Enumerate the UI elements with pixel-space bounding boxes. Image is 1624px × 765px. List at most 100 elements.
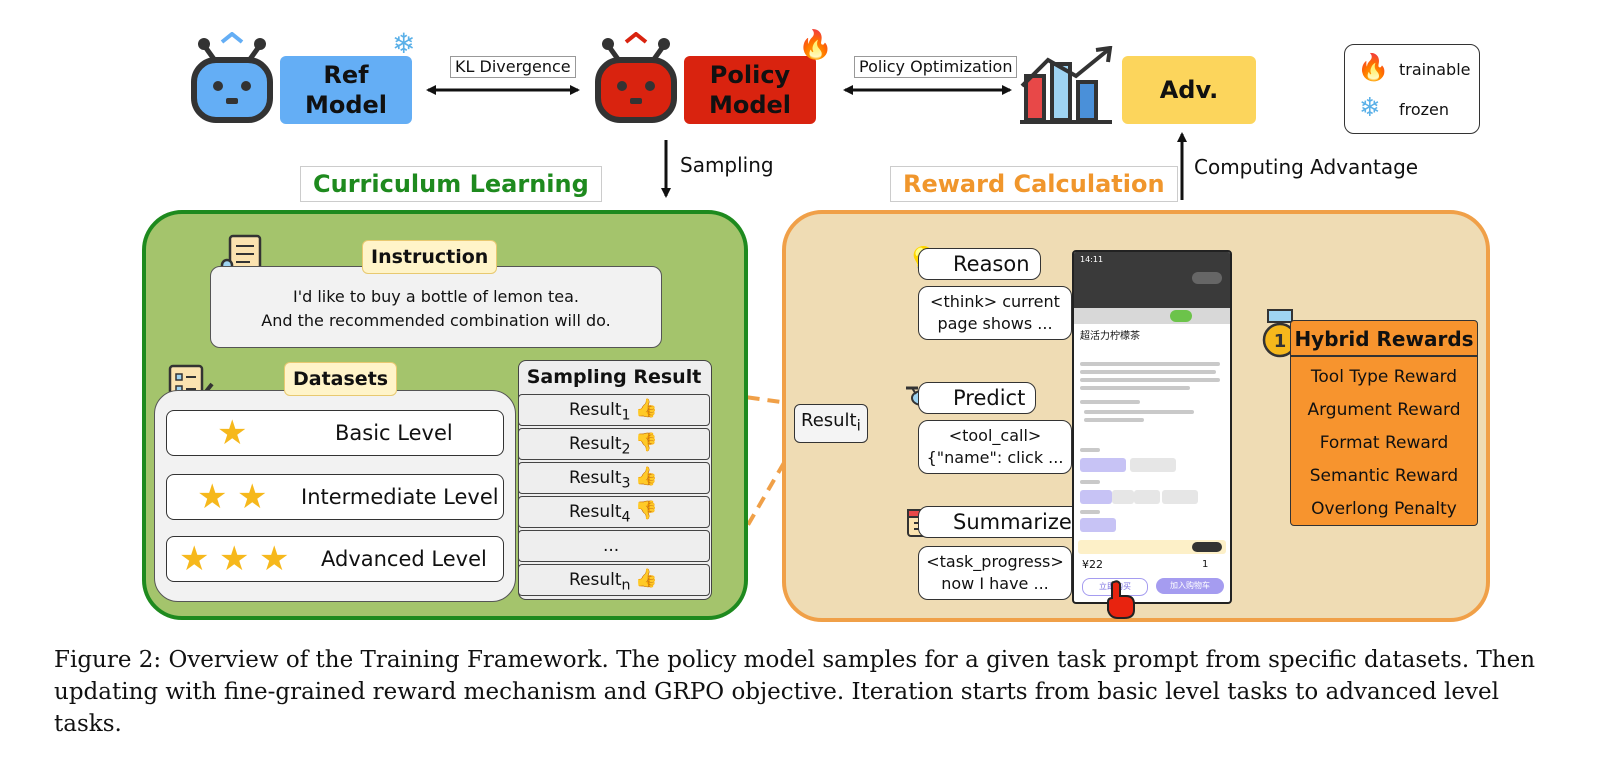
phone-text-line (1080, 480, 1100, 484)
reward-tool-type: Tool Type Reward (1310, 367, 1458, 387)
hybrid-rewards-box: Hybrid Rewards Tool Type Reward Argument… (1290, 320, 1478, 526)
reward-format: Format Reward (1319, 433, 1449, 453)
result-label: Result (569, 502, 622, 522)
datasets-label: Datasets (284, 362, 398, 396)
step-reason-line-1: <think> current (930, 292, 1060, 311)
computing-advantage-label: Computing Advantage (1194, 155, 1419, 179)
result-row-3: Result3 👍 (518, 462, 710, 494)
phone-text-line (1080, 510, 1100, 514)
phone-product-card (1074, 308, 1230, 324)
phone-cart-label: 加入购物车 (1170, 581, 1210, 590)
advantage-label: Adv. (1159, 76, 1219, 104)
result-subscript: n (621, 577, 631, 594)
level-basic-label: Basic Level (335, 421, 453, 445)
advantage-chart-icon (1018, 45, 1114, 126)
phone-text-line (1080, 400, 1140, 404)
legend-fire-icon: 🔥 (1357, 53, 1390, 83)
snowflake-icon: ❄ (392, 27, 416, 60)
result-row-1: Result1 👍 (518, 394, 710, 426)
legend-frozen: frozen (1399, 100, 1450, 119)
step-predict-body: <tool_call> {"name": click ... (918, 420, 1072, 474)
phone-badge (1170, 310, 1192, 322)
ref-model-box: Ref Model (280, 56, 412, 124)
step-reason-line-2: page shows ... (937, 314, 1053, 333)
thumbs-down-icon: 👎 (635, 500, 658, 521)
hybrid-divider (1291, 355, 1477, 357)
phone-price: ¥22 (1082, 558, 1103, 571)
phone-option-selected[interactable] (1080, 518, 1116, 532)
result-subscript: 4 (621, 509, 631, 526)
thumbs-down-icon: 👎 (635, 432, 658, 453)
svg-text:1: 1 (1274, 331, 1287, 352)
phone-option[interactable] (1112, 490, 1134, 504)
result-label: Result (569, 468, 622, 488)
phone-coupon-button[interactable] (1192, 542, 1222, 552)
reward-semantic: Semantic Reward (1309, 466, 1459, 486)
result-i-label: Result (801, 410, 857, 431)
result-subscript: 1 (621, 407, 631, 424)
result-subscript: 2 (621, 441, 631, 458)
phone-quantity[interactable]: 1 (1202, 559, 1209, 570)
level-basic: ★ Basic Level (166, 410, 504, 456)
result-row-n: Resultn 👍 (518, 564, 710, 596)
curriculum-learning-title: Curriculum Learning (300, 166, 602, 202)
phone-option-selected[interactable] (1080, 458, 1126, 472)
level-advanced: ★ ★ ★ Advanced Level (166, 536, 504, 582)
phone-coupon-bar (1078, 540, 1226, 554)
result-row-2: Result2 👎 (518, 428, 710, 460)
instruction-label: Instruction (362, 240, 498, 274)
thumbs-up-icon: 👍 (635, 568, 658, 589)
result-row-ellipsis: ... (518, 530, 710, 562)
policy-robot-icon (592, 31, 680, 124)
legend-trainable: trainable (1399, 60, 1471, 79)
phone-option-selected[interactable] (1080, 490, 1112, 504)
step-reason-head: Reason (918, 248, 1041, 280)
star-icon: ★ (217, 413, 248, 453)
step-summarize-line-2: now I have ... (941, 574, 1049, 593)
advantage-box: Adv. (1122, 56, 1256, 124)
legend-snowflake-icon: ❄ (1359, 93, 1381, 123)
phone-option[interactable] (1162, 490, 1198, 504)
kl-divergence-label: KL Divergence (450, 56, 576, 78)
phone-cart-button[interactable]: 加入购物车 (1156, 578, 1224, 594)
phone-time: 14:11 (1080, 255, 1104, 264)
phone-text-line (1080, 378, 1220, 382)
step-predict-head: Predict (918, 382, 1037, 414)
phone-text-line (1080, 386, 1190, 390)
step-summarize-body: <task_progress> now I have ... (918, 546, 1072, 600)
phone-screenshot: 14:11 超活力柠檬茶 ¥22 1 立即购买 加入购物车 (1072, 250, 1232, 604)
sampling-result-title: Sampling Result (526, 366, 702, 388)
ref-robot-icon (188, 31, 276, 124)
policy-model-box: Policy Model (684, 56, 816, 124)
step-predict-line-2: {"name": click ... (926, 448, 1064, 467)
reward-argument: Argument Reward (1307, 400, 1461, 420)
step-summarize-line-1: <task_progress> (926, 552, 1064, 571)
phone-option[interactable] (1130, 458, 1176, 472)
star-icon: ★ (179, 539, 210, 579)
phone-option[interactable] (1134, 490, 1160, 504)
reward-overlong-penalty: Overlong Penalty (1311, 499, 1457, 519)
phone-text-line (1080, 370, 1216, 374)
step-reason-body: <think> current page shows ... (918, 286, 1072, 340)
star-icon: ★ (197, 477, 228, 517)
phone-product-title: 超活力柠檬茶 (1080, 331, 1140, 342)
hybrid-rewards-title: Hybrid Rewards (1294, 327, 1474, 351)
figure-caption: Figure 2: Overview of the Training Frame… (54, 647, 1536, 737)
phone-more-icon (1192, 272, 1222, 284)
policy-model-label: Policy Model (708, 61, 792, 119)
level-intermediate: ★ ★ Intermediate Level (166, 474, 504, 520)
policy-optimization-label: Policy Optimization (854, 56, 1018, 78)
phone-text-line (1080, 362, 1220, 366)
instruction-line-1: I'd like to buy a bottle of lemon tea. (292, 287, 580, 306)
legend-box: 🔥 trainable ❄ frozen (1344, 44, 1480, 134)
phone-text-line (1084, 418, 1144, 422)
result-row-4: Result4 👎 (518, 496, 710, 528)
medal-icon: 1 (1258, 308, 1302, 360)
step-predict-line-1: <tool_call> (948, 426, 1042, 445)
result-i-subscript: i (856, 416, 861, 435)
result-label: Result (569, 400, 622, 420)
star-icon: ★ (219, 539, 250, 579)
thumbs-up-icon: 👍 (635, 466, 658, 487)
instruction-box: I'd like to buy a bottle of lemon tea. A… (210, 266, 662, 348)
instruction-line-2: And the recommended combination will do. (261, 311, 611, 330)
